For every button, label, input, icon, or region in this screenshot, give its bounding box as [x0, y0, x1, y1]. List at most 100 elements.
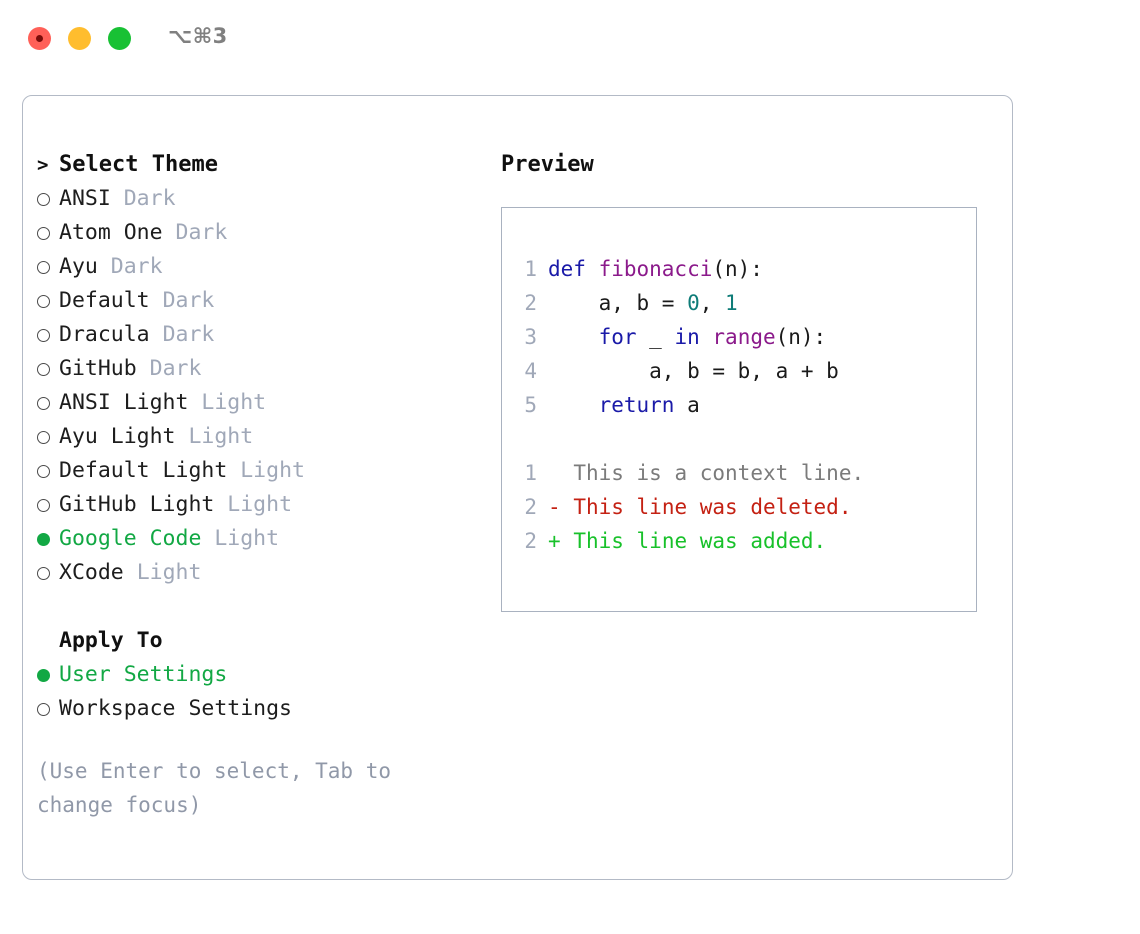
line-number: 4	[524, 359, 537, 383]
apply-to-option-user-settings[interactable]: User Settings	[37, 658, 487, 692]
theme-category-badge: Light	[214, 526, 280, 551]
theme-category-badge: Light	[240, 458, 305, 483]
code-token-fn: range	[712, 325, 776, 349]
theme-name: XCode	[59, 560, 124, 585]
theme-option-dracula[interactable]: Dracula Dark	[37, 318, 487, 352]
code-token-pln	[548, 325, 599, 349]
code-token-num: 0	[687, 291, 700, 315]
theme-name: GitHub	[59, 356, 137, 381]
apply-to-label: User Settings	[59, 662, 228, 687]
theme-category-badge: Dark	[149, 356, 202, 381]
theme-option-ansi-light[interactable]: ANSI Light Light	[37, 386, 487, 420]
theme-name: ANSI	[59, 186, 111, 211]
theme-name: Google Code	[59, 526, 202, 551]
diff-sign	[548, 461, 561, 485]
theme-category-badge: Light	[136, 560, 202, 585]
code-token-pln	[700, 325, 713, 349]
code-line: 5 return a	[515, 388, 970, 422]
diff-line-del: 2- This line was deleted.	[515, 490, 970, 524]
theme-picker-header: > Select Theme	[37, 148, 487, 182]
theme-name: GitHub Light	[59, 492, 215, 517]
diff-line-ctx: 1 This is a context line.	[515, 456, 970, 490]
theme-name: Dracula	[59, 322, 150, 347]
section-spacer	[37, 590, 487, 624]
theme-name: ANSI Light	[59, 390, 189, 415]
theme-name: Default Light	[59, 458, 228, 483]
line-number: 5	[524, 393, 537, 417]
code-line: 2 a, b = 0, 1	[515, 286, 970, 320]
keyboard-shortcut-label: ⌥⌘3	[168, 24, 228, 48]
line-number: 2	[524, 291, 537, 315]
code-token-kw: for	[598, 325, 637, 349]
theme-option-google-code[interactable]: Google Code Light	[37, 522, 487, 556]
theme-category-badge: Light	[227, 492, 293, 517]
theme-category-badge: Dark	[162, 322, 215, 347]
code-token-pln: ,	[699, 291, 726, 315]
line-number: 1	[524, 257, 537, 281]
apply-to-label: Workspace Settings	[59, 696, 292, 721]
diff-text: This line was deleted.	[573, 495, 852, 519]
theme-option-default[interactable]: Default Dark	[37, 284, 487, 318]
theme-option-ayu[interactable]: Ayu Dark	[37, 250, 487, 284]
code-diff-separator	[515, 422, 970, 456]
theme-category-badge: Dark	[110, 254, 163, 279]
theme-category-badge: Dark	[162, 288, 215, 313]
code-token-pln: a, b = b, a + b	[548, 359, 839, 383]
theme-name: Default	[59, 288, 150, 313]
theme-name: Ayu Light	[59, 424, 176, 449]
code-token-pln: _	[636, 325, 675, 349]
theme-option-ansi[interactable]: ANSI Dark	[37, 182, 487, 216]
theme-option-atom-one[interactable]: Atom One Dark	[37, 216, 487, 250]
code-token-pln: a	[674, 393, 700, 417]
theme-option-github[interactable]: GitHub Dark	[37, 352, 487, 386]
theme-category-badge: Dark	[123, 186, 176, 211]
diff-text: This line was added.	[573, 529, 827, 553]
diff-text: This is a context line.	[573, 461, 865, 485]
code-token-pln: a, b =	[548, 291, 688, 315]
theme-category-badge: Dark	[175, 220, 228, 245]
apply-to-heading: Apply To	[59, 628, 163, 653]
line-number: 2	[524, 529, 537, 553]
theme-option-ayu-light[interactable]: Ayu Light Light	[37, 420, 487, 454]
code-token-fn: fibonacci	[598, 257, 713, 281]
code-token-pln: (n):	[775, 325, 827, 349]
theme-name: Ayu	[59, 254, 98, 279]
title-bar: ⌥⌘3	[0, 0, 1140, 78]
theme-option-github-light[interactable]: GitHub Light Light	[37, 488, 487, 522]
line-number: 3	[524, 325, 537, 349]
theme-option-xcode[interactable]: XCode Light	[37, 556, 487, 590]
theme-category-badge: Light	[201, 390, 267, 415]
apply-to-option-workspace-settings[interactable]: Workspace Settings	[37, 692, 487, 726]
maximize-button[interactable]	[108, 27, 131, 50]
diff-sign: -	[548, 495, 561, 519]
keyboard-hint-text: (Use Enter to select, Tab to change focu…	[37, 759, 392, 817]
line-number: 2	[524, 495, 537, 519]
preview-heading: Preview	[501, 152, 594, 177]
code-line: 4 a, b = b, a + b	[515, 354, 970, 388]
theme-name: Atom One	[59, 220, 163, 245]
code-line: 1 def fibonacci(n):	[515, 252, 970, 286]
code-token-pln: (n):	[712, 257, 763, 281]
close-button[interactable]	[28, 27, 51, 50]
cursor-arrow-icon: >	[37, 154, 49, 176]
code-token-num: 1	[725, 291, 738, 315]
minimize-button[interactable]	[68, 27, 91, 50]
diff-sign: +	[548, 529, 561, 553]
theme-option-default-light[interactable]: Default Light Light	[37, 454, 487, 488]
code-line: 3 for _ in range(n):	[515, 320, 970, 354]
diff-line-add: 2 + This line was added.	[515, 524, 970, 558]
code-token-kw: def	[548, 257, 599, 281]
code-token-kw: return	[598, 393, 675, 417]
code-token-kw: in	[674, 325, 700, 349]
line-number: 1	[524, 461, 537, 485]
theme-category-badge: Light	[188, 424, 254, 449]
page-title: Select Theme	[59, 152, 218, 177]
